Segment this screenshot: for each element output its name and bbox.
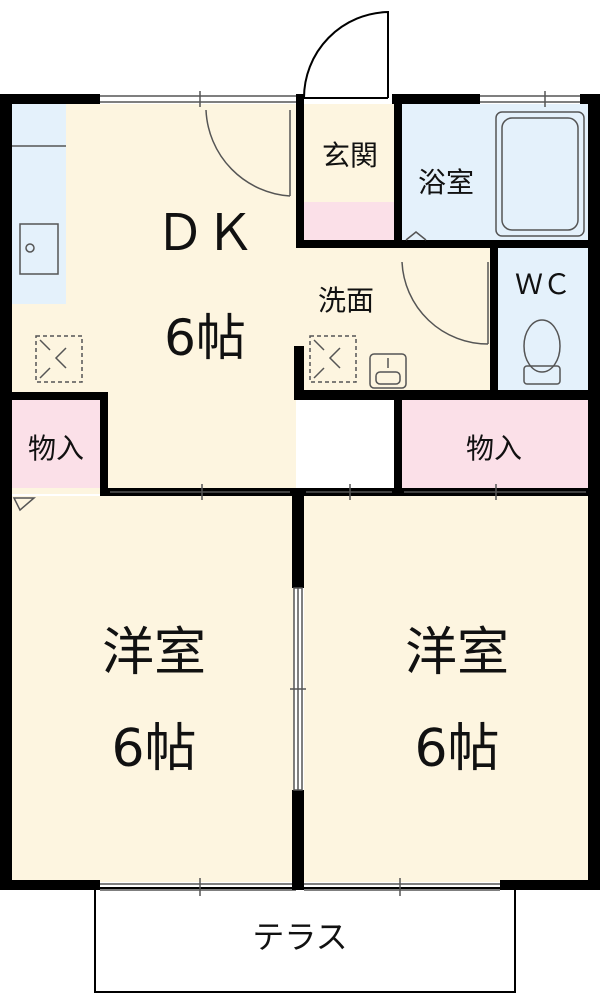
- western-left-name-label: 洋室: [102, 623, 206, 683]
- terrace-outline: [94, 887, 516, 993]
- outer-wall-bottom-right: [500, 880, 600, 890]
- storage-right-floor: [402, 400, 588, 488]
- bathtub-icon: [495, 111, 585, 237]
- western-right-size-label: 6帖: [414, 719, 499, 779]
- terrace-label: テラス: [252, 918, 347, 956]
- wall-entrance-left: [296, 94, 304, 244]
- wall-wc-left: [490, 248, 498, 398]
- entrance-door: [303, 10, 389, 99]
- western-right-name-label: 洋室: [405, 623, 509, 683]
- wall-bath-bottom: [402, 240, 588, 248]
- dk-size-label: 6帖: [164, 309, 246, 367]
- washroom-label: 洗面: [318, 284, 374, 317]
- wall-corridor-bottom: [294, 390, 594, 400]
- corridor-floor: [290, 240, 490, 400]
- western-right-floor: [304, 496, 588, 882]
- kitchen-counter: [12, 104, 66, 304]
- sink-icon: [19, 223, 59, 275]
- genkan-step: [304, 202, 394, 240]
- storage-left-floor: [12, 400, 100, 488]
- wall-rooms-divider-low: [292, 790, 304, 890]
- outer-wall-top-left: [0, 94, 100, 104]
- vent-icon-washroom: [309, 335, 357, 383]
- wall-dk-corridor: [296, 240, 402, 248]
- wall-storage-left-top: [0, 392, 108, 400]
- entrance-label: 玄関: [322, 139, 378, 172]
- wc-label: ＷＣ: [515, 268, 571, 301]
- western-left-floor: [12, 496, 296, 882]
- fixtures: [12, 109, 586, 791]
- windows: [100, 91, 580, 896]
- wall-wash-partition: [294, 346, 304, 400]
- dk-name-label: ＤＫ: [155, 204, 255, 262]
- wall-storage-left-bottom: [0, 488, 12, 496]
- bath-floor: [402, 104, 588, 240]
- storage-right-label: 物入: [466, 432, 522, 465]
- wall-storage-left-right: [100, 392, 108, 496]
- entrance-floor: [304, 104, 394, 204]
- wall-rooms-divider: [292, 488, 304, 588]
- outer-wall-top-right: [392, 94, 480, 104]
- bath-label: 浴室: [418, 166, 474, 199]
- western-left-size-label: 6帖: [111, 719, 196, 779]
- wall-entrance-right: [394, 94, 402, 240]
- washbasin-icon: [369, 353, 407, 389]
- toilet-icon: [523, 319, 561, 385]
- labels: ＤＫ 6帖 玄関 浴室 ＷＣ 洗面 物入 物入 洋室 6帖 洋室 6帖 テラス: [28, 139, 571, 956]
- vent-icon-dk: [35, 335, 83, 383]
- wall-storage-right-left: [394, 390, 402, 496]
- storage-left-label: 物入: [28, 432, 84, 465]
- outer-wall-bottom-left: [0, 880, 100, 890]
